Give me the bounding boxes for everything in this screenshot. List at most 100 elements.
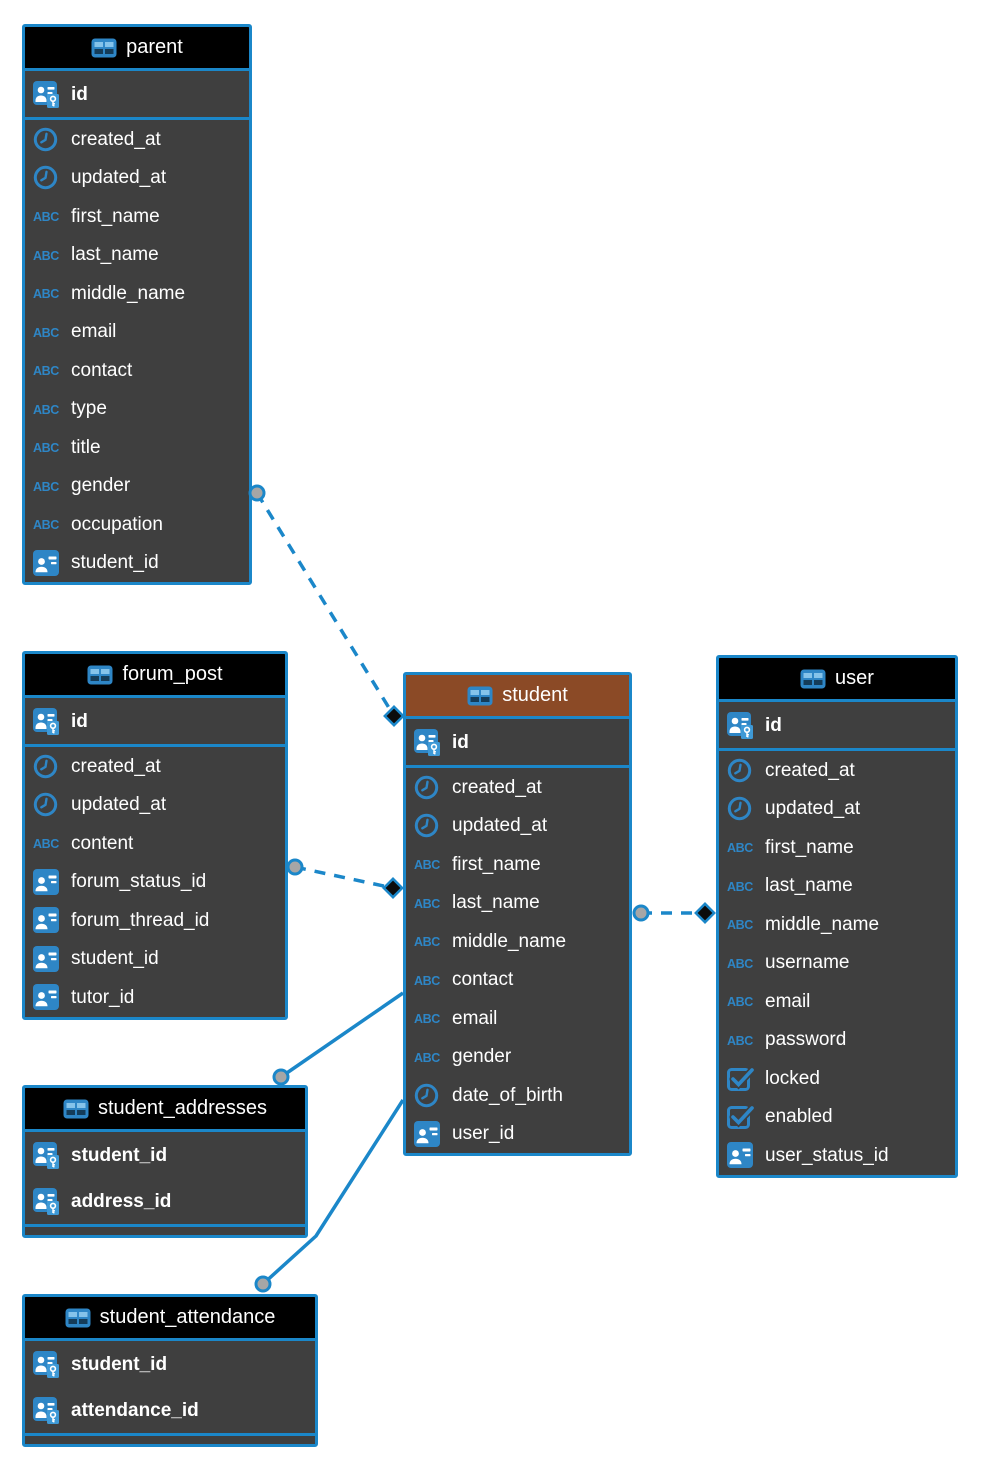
primary-key-icon (33, 80, 64, 108)
column-row[interactable]: forum_status_id (25, 863, 285, 902)
column-name: last_name (765, 875, 853, 897)
boolean-icon (727, 1065, 758, 1092)
table-student_addresses[interactable]: student_addresses student_id address_id (22, 1085, 308, 1238)
table-header[interactable]: forum_post (25, 654, 285, 698)
primary-key-icon (414, 728, 445, 756)
svg-text:ABC: ABC (414, 858, 440, 872)
table-header[interactable]: parent (25, 27, 249, 71)
svg-text:ABC: ABC (414, 974, 440, 988)
circle-endpoint (286, 858, 304, 876)
column-row[interactable]: created_at (25, 120, 249, 159)
primary-key-icon (33, 1187, 64, 1215)
column-row[interactable]: created_at (25, 747, 285, 786)
column-row[interactable]: student_id (25, 1341, 315, 1387)
column-name: student_id (71, 1144, 168, 1166)
table-header[interactable]: student (406, 675, 629, 719)
reference-icon (33, 868, 64, 895)
column-name: last_name (452, 892, 540, 914)
datetime-icon (414, 775, 445, 800)
column-name: updated_at (765, 798, 861, 820)
datetime-icon (33, 127, 64, 152)
relation-forum_post-student[interactable] (294, 865, 394, 890)
column-row[interactable]: id (25, 71, 249, 117)
column-row[interactable]: student_id (25, 940, 285, 979)
relation-parent-student[interactable] (255, 492, 396, 717)
column-row[interactable]: student_id (25, 1132, 305, 1178)
column-row[interactable]: enabled (719, 1098, 955, 1137)
relation-student-student_addresses[interactable] (280, 991, 404, 1079)
text-icon: ABC (414, 933, 445, 949)
column-name: last_name (71, 244, 159, 266)
column-row[interactable]: created_at (719, 751, 955, 790)
column-row[interactable]: address_id (25, 1178, 305, 1224)
column-name: gender (71, 475, 131, 497)
column-row[interactable]: updated_at (25, 786, 285, 825)
table-header[interactable]: student_addresses (25, 1088, 305, 1132)
column-name: created_at (71, 755, 161, 777)
text-icon: ABC (727, 993, 758, 1009)
column-row[interactable]: date_of_birth (406, 1076, 629, 1115)
table-icon (87, 665, 113, 685)
column-name: attendance_id (71, 1399, 199, 1421)
column-name: email (452, 1007, 498, 1029)
column-row[interactable]: attendance_id (25, 1387, 315, 1433)
column-row[interactable]: updated_at (25, 159, 249, 198)
column-name: id (452, 731, 469, 753)
column-row[interactable]: tutor_id (25, 978, 285, 1017)
column-name: address_id (71, 1190, 172, 1212)
relation-student-student_attendance[interactable] (261, 1099, 405, 1286)
table-icon (467, 686, 493, 706)
column-row[interactable]: student_id (25, 544, 249, 583)
column-row[interactable]: user_status_id (719, 1136, 955, 1175)
column-name: password (765, 1029, 847, 1051)
datetime-icon (33, 754, 64, 779)
svg-text:ABC: ABC (414, 1012, 440, 1026)
table-icon (91, 38, 117, 58)
table-title: user (835, 667, 874, 689)
svg-text:ABC: ABC (33, 403, 59, 417)
table-header[interactable]: student_attendance (25, 1297, 315, 1341)
column-row[interactable]: id (25, 698, 285, 744)
column-row[interactable]: id (406, 719, 629, 765)
column-row[interactable]: id (719, 702, 955, 748)
column-row[interactable]: locked (719, 1059, 955, 1098)
column-row[interactable]: created_at (406, 768, 629, 807)
column-name: contact (452, 969, 514, 991)
column-row[interactable]: forum_thread_id (25, 901, 285, 940)
column-name: id (71, 83, 88, 105)
column-row[interactable]: ABC contact (406, 961, 629, 1000)
column-row[interactable]: updated_at (719, 790, 955, 829)
column-row[interactable]: user_id (406, 1115, 629, 1154)
column-name: created_at (452, 776, 542, 798)
table-header[interactable]: user (719, 658, 955, 702)
column-name: date_of_birth (452, 1084, 563, 1106)
svg-text:ABC: ABC (727, 918, 753, 932)
column-row[interactable]: updated_at (406, 807, 629, 846)
column-row[interactable]: ABC email (406, 999, 629, 1038)
